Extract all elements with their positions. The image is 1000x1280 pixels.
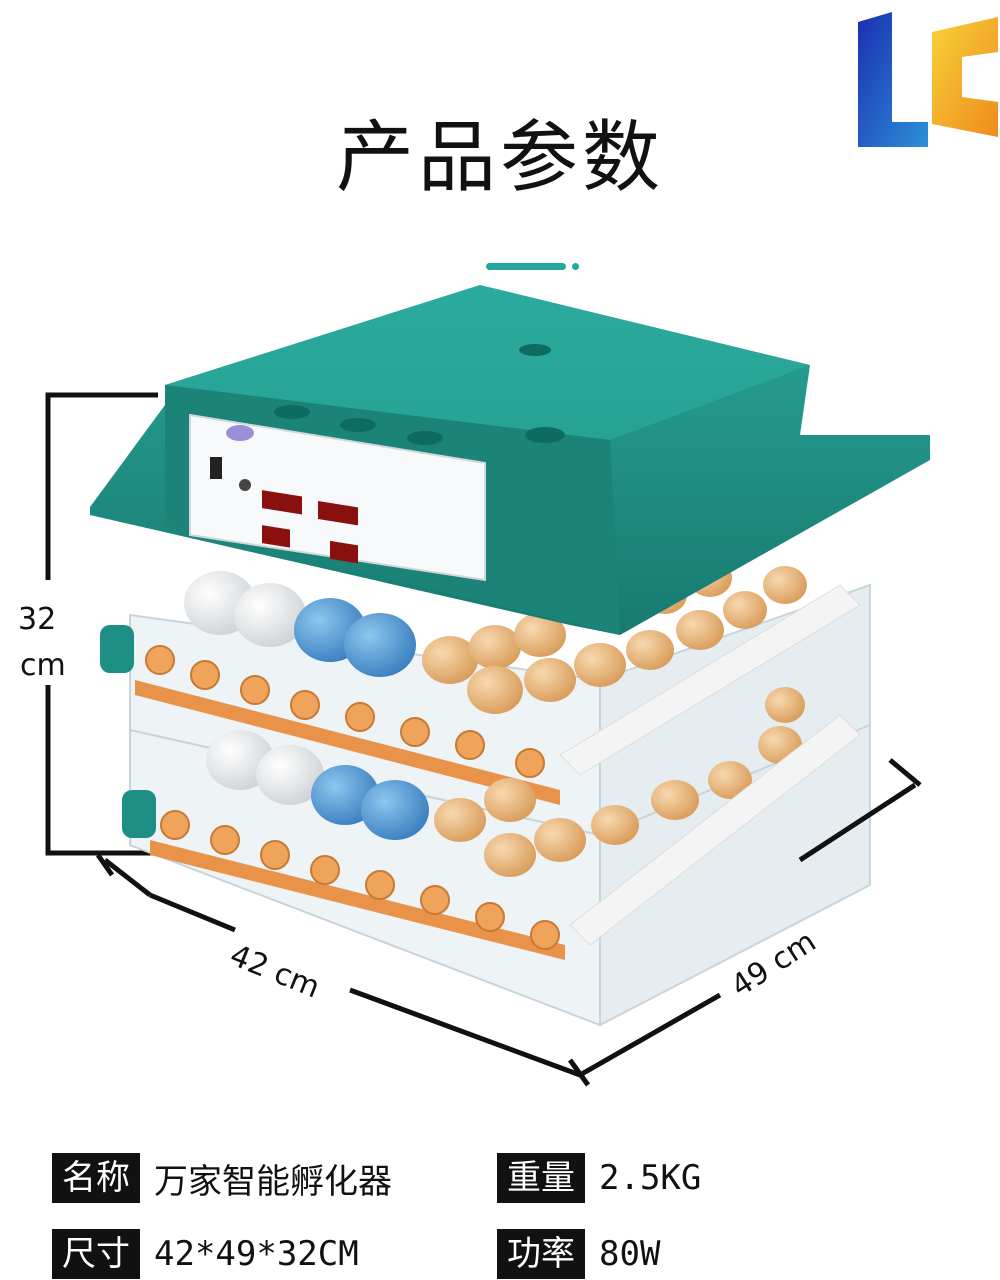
spec-row-size: 尺寸 42*49*32CM: [52, 1228, 359, 1280]
spec-label-weight: 重量: [497, 1153, 585, 1203]
spec-label-power: 功率: [497, 1229, 585, 1279]
spec-row-name: 名称 万家智能孵化器: [52, 1152, 392, 1204]
spec-value-weight: 2.5KG: [599, 1158, 702, 1198]
brand-logo: [858, 12, 998, 147]
spec-row-power: 功率 80W: [497, 1228, 660, 1280]
title-underline: [486, 263, 566, 270]
page-title: 产品参数: [335, 113, 664, 203]
spec-label-size: 尺寸: [52, 1229, 140, 1279]
spec-row-weight: 重量 2.5KG: [497, 1152, 701, 1204]
spec-label-name: 名称: [52, 1153, 140, 1203]
spec-value-power: 80W: [599, 1234, 661, 1274]
title-underline-dot: [572, 263, 579, 270]
height-unit: cm: [20, 648, 66, 683]
spec-value-name: 万家智能孵化器: [154, 1161, 392, 1202]
incubator-illustration: [45, 285, 930, 1087]
spec-value-size: 42*49*32CM: [154, 1234, 359, 1274]
height-value: 32: [18, 602, 57, 637]
